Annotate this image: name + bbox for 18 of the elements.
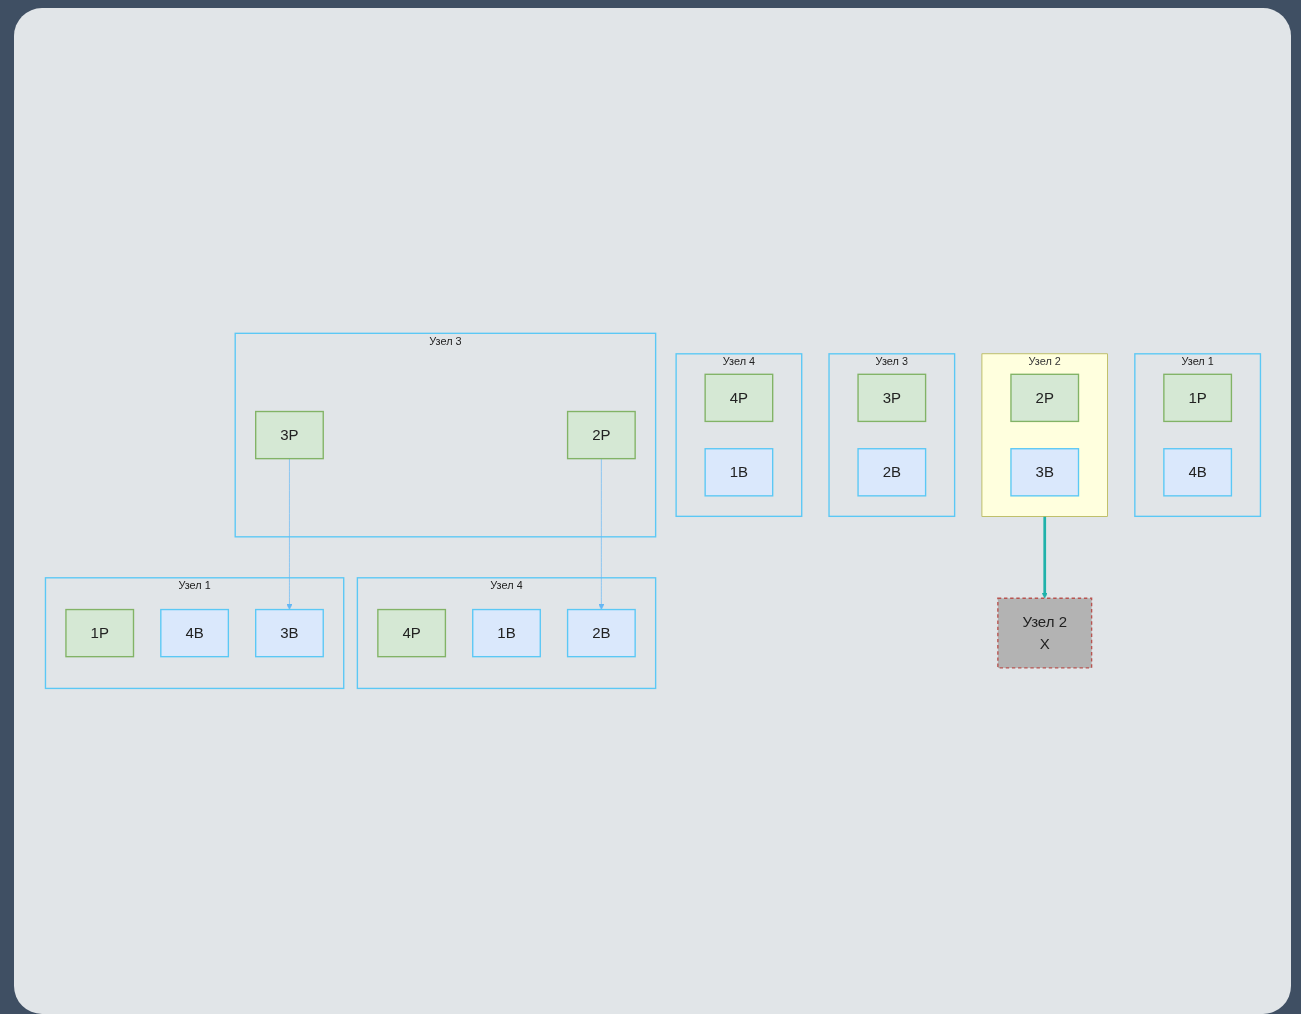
node-box: 1B	[471, 609, 541, 658]
node-box: 1P	[64, 609, 134, 658]
node-box: 3B	[254, 609, 324, 658]
node-box: 1P	[1162, 373, 1232, 423]
node-box: Узел 2 X	[996, 597, 1092, 669]
node-box: 3P	[254, 410, 324, 460]
node-box: 2P	[566, 410, 636, 460]
node-box: 2B	[856, 448, 926, 497]
node-box: 2P	[1009, 373, 1079, 423]
arrow	[1041, 516, 1048, 599]
node-box: 4P	[704, 373, 773, 423]
node-box: 4B	[159, 609, 229, 658]
node-box: 1B	[704, 448, 773, 497]
node-box: 3B	[1009, 448, 1079, 497]
node-box: 4P	[376, 609, 446, 658]
node-box: 3P	[856, 373, 926, 423]
node-box: 2B	[566, 609, 636, 658]
node-box: 4B	[1162, 448, 1232, 497]
